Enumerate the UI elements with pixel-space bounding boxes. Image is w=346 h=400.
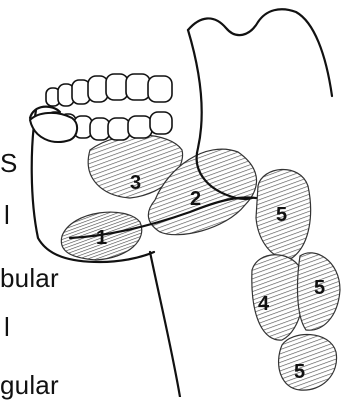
neck-outline <box>150 252 180 397</box>
node-label-5-upper: 5 <box>276 204 287 226</box>
node-label-3: 3 <box>130 172 141 194</box>
tooth <box>108 118 130 140</box>
tongue <box>30 113 77 142</box>
tooth <box>126 74 150 100</box>
node-label-4: 4 <box>258 293 270 315</box>
mandible-top-outline <box>188 9 332 96</box>
tooth <box>90 118 110 140</box>
tooth <box>106 74 128 100</box>
tooth <box>150 112 172 134</box>
node-label-2: 2 <box>190 188 201 210</box>
node-label-5-middle: 5 <box>314 277 325 299</box>
node-region-5-lower <box>279 335 337 391</box>
tooth <box>88 76 108 102</box>
node-label-5-lower: 5 <box>294 361 305 383</box>
node-label-1: 1 <box>96 227 107 249</box>
tooth <box>148 76 172 102</box>
tooth <box>128 116 152 138</box>
